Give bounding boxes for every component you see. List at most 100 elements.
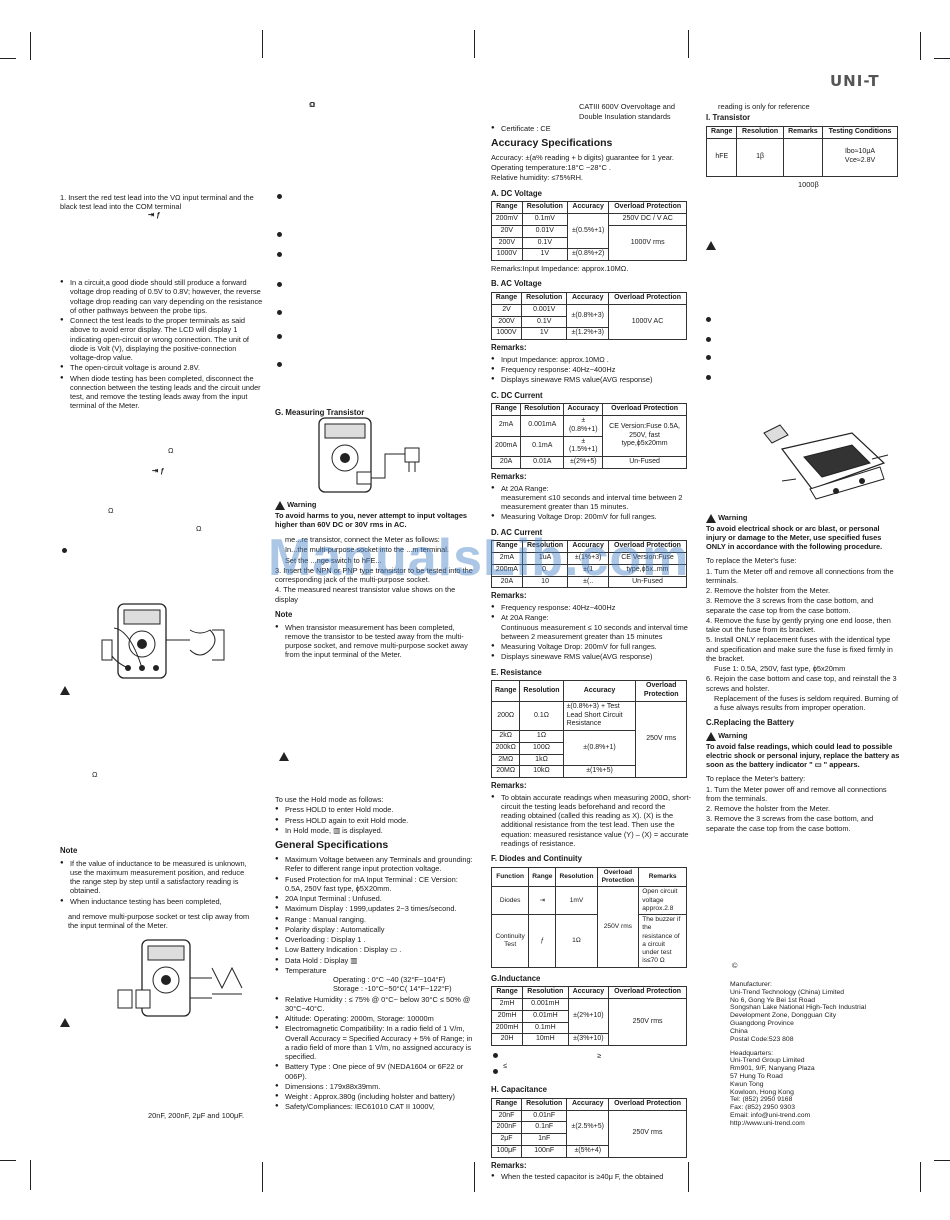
crop-mark — [0, 58, 16, 59]
battery-warning: To avoid false readings, which could lea… — [706, 741, 900, 770]
remark: At 20A Range:measurement ≤10 seconds and… — [491, 484, 691, 512]
crop-mark — [474, 30, 475, 58]
hold-bullet: In Hold mode, ▥ is displayed. — [275, 826, 475, 835]
fuse-step: 5. Install ONLY replacement fuses with t… — [706, 635, 893, 663]
warning-icon — [60, 1018, 70, 1027]
remarks-title: Remarks: — [491, 781, 527, 790]
watermark: ManualsLib.com — [268, 529, 690, 587]
warning-icon — [60, 686, 70, 695]
ge-glyph: ≥ — [597, 1051, 602, 1061]
hold-section: To use the Hold mode as follows: Press H… — [275, 794, 475, 1114]
warning-title: Warning — [718, 513, 748, 522]
transistor-range-note: 1000β — [798, 179, 819, 189]
fuse-step: 1. Turn the Meter off and remove all con… — [706, 566, 894, 585]
crop-mark — [30, 32, 31, 60]
ohm-glyph: Ω — [92, 770, 98, 779]
diode-bullets: In a circuit,a good diode should still p… — [60, 277, 264, 412]
bullet-dot — [493, 1053, 498, 1059]
remarks-title: Remarks: — [491, 1160, 527, 1170]
battery-step: 1. Turn the Meter power off and remove a… — [706, 784, 887, 803]
warning-icon — [706, 241, 716, 250]
spec-bullet: Weight : Approx.380g (including holster … — [275, 1092, 475, 1101]
diode-bullet: In a circuit,a good diode should still p… — [60, 278, 264, 315]
spec-bullet: 20A Input Terminal : Unfused. — [275, 894, 475, 903]
transistor-title: G. Measuring Transistor — [275, 408, 365, 417]
transistor-spec-title: I. Transistor — [706, 113, 751, 123]
remark: Displays sinewave RMS value(AVG response… — [491, 652, 691, 661]
transistor-step: 4. The measured nearest transistor value… — [275, 585, 456, 604]
spec-bullet: Fused Protection for mA Input Terminal :… — [275, 875, 475, 894]
note-title: Note — [275, 609, 293, 619]
certificate: Certificate : CE — [491, 124, 691, 133]
remarks-title: Remarks: — [491, 471, 527, 481]
cat-line: CATIII 600V Overvoltage and — [579, 102, 675, 111]
fuse-step: 3. Remove the 3 screws from the case bot… — [706, 596, 874, 615]
warning-icon — [706, 513, 716, 523]
diode-symbol-icon: ⇥ — [528, 886, 557, 916]
bullet-dot — [277, 334, 282, 339]
crop-mark — [934, 58, 950, 59]
remark: Input Impedance: approx.10MΩ . — [491, 355, 691, 364]
column-4: reading is only for reference I. Transis… — [705, 101, 900, 1127]
copyright-symbol: © — [732, 961, 738, 970]
remarks-title: Remarks: — [491, 343, 527, 353]
ohm-glyph: Ω — [108, 506, 114, 515]
cat-line: Double Insulation standards — [579, 112, 671, 122]
fuse-step: 6. Rejoin the case bottom and case top, … — [706, 674, 897, 693]
transistor-step: Set the ...nge switch to hFE... — [285, 555, 382, 565]
transistor-step: me...re transistor, connect the Meter as… — [285, 535, 440, 545]
warning-icon — [279, 752, 289, 761]
buzzer-symbol-icon: ƒ — [528, 914, 557, 968]
acv-title: B. AC Voltage — [491, 279, 542, 289]
fuse-intro: To replace the Meter's fuse: — [706, 556, 797, 566]
bullet-dot — [62, 548, 67, 553]
spec-bullet: Low Battery Indication : Display ▭ . — [275, 945, 475, 954]
reference-line: reading is only for reference — [718, 102, 810, 111]
spec-bullet: Range : Manual ranging. — [275, 915, 475, 924]
spec-bullet: Maximum Display : 1999,updates 2~3 times… — [275, 904, 475, 913]
ohm-glyph: Ω — [310, 100, 316, 109]
remark: Frequency response: 40Hz~400Hz — [491, 603, 691, 612]
spec-bullet: Maximum Voltage between any Terminals an… — [275, 855, 475, 874]
ohm-glyph: Ω — [168, 446, 174, 455]
transistor-step: 3. Insert the NPN or PNP type transistor… — [275, 565, 473, 585]
note-bullet: When inductance testing has been complet… — [60, 897, 256, 906]
brand-logo: UNI-T — [830, 72, 880, 90]
diode-title: F. Diodes and Continuity — [491, 854, 582, 864]
battery-intro: To replace the Meter's battery: — [706, 774, 806, 784]
remarks-title: Remarks: — [491, 591, 527, 601]
spec-bullet: Relative Humidity : ≤ 75% @ 0°C~ below 3… — [275, 995, 475, 1014]
warning-text: To avoid electrical shock or arc blast, … — [706, 523, 883, 552]
note-bullet: If the value of inductance to be measure… — [60, 859, 256, 896]
bullet-dot — [277, 282, 282, 287]
remark: When the tested capacitor is ≥40μ F, the… — [491, 1172, 691, 1181]
warning-icon — [275, 500, 285, 510]
manufacturer-block: Manufacturer:Uni-Trend Technology (China… — [730, 981, 867, 1127]
ohm-glyph: Ω — [196, 524, 202, 533]
warning-title: Warning — [287, 500, 317, 509]
remark: To obtain accurate readings when measuri… — [491, 793, 691, 849]
dcv-title: A. DC Voltage — [491, 188, 542, 198]
hold-intro: To use the Hold mode as follows: — [275, 795, 384, 804]
aca-title: D. AC Current — [491, 527, 543, 537]
capacitance-ranges: 20nF, 200nF, 2μF and 100μF. — [148, 1111, 245, 1120]
crop-mark — [0, 1160, 16, 1161]
transistor-warning: Warning To avoid harms to you, never att… — [275, 500, 475, 662]
spec-bullet: Altitude: Operating: 2000m, Storage: 100… — [275, 1014, 475, 1023]
fuse-section: Warning To avoid electrical shock or arc… — [706, 513, 900, 834]
remark: At 20A Range:Continuous measurement ≤ 10… — [491, 613, 691, 641]
bullet-dot — [277, 252, 282, 257]
crop-mark — [920, 1162, 921, 1192]
hold-bullet: Press HOLD to enter Hold mode. — [275, 805, 475, 814]
remark: Frequency response: 40Hz~400Hz — [491, 365, 691, 374]
crop-mark — [934, 1160, 950, 1161]
fuse-step: Fuse 1: 0.5A, 250V, fast type, ϕ5x20mm — [714, 664, 846, 674]
spec-bullet: Data Hold : Display ▥ — [275, 956, 475, 965]
column-3: CATIII 600V Overvoltage and Double Insul… — [490, 101, 691, 1184]
meter-resistance-figure — [101, 603, 225, 679]
diode-step-1: 1. Insert the red test lead into the VΩ … — [60, 193, 254, 212]
